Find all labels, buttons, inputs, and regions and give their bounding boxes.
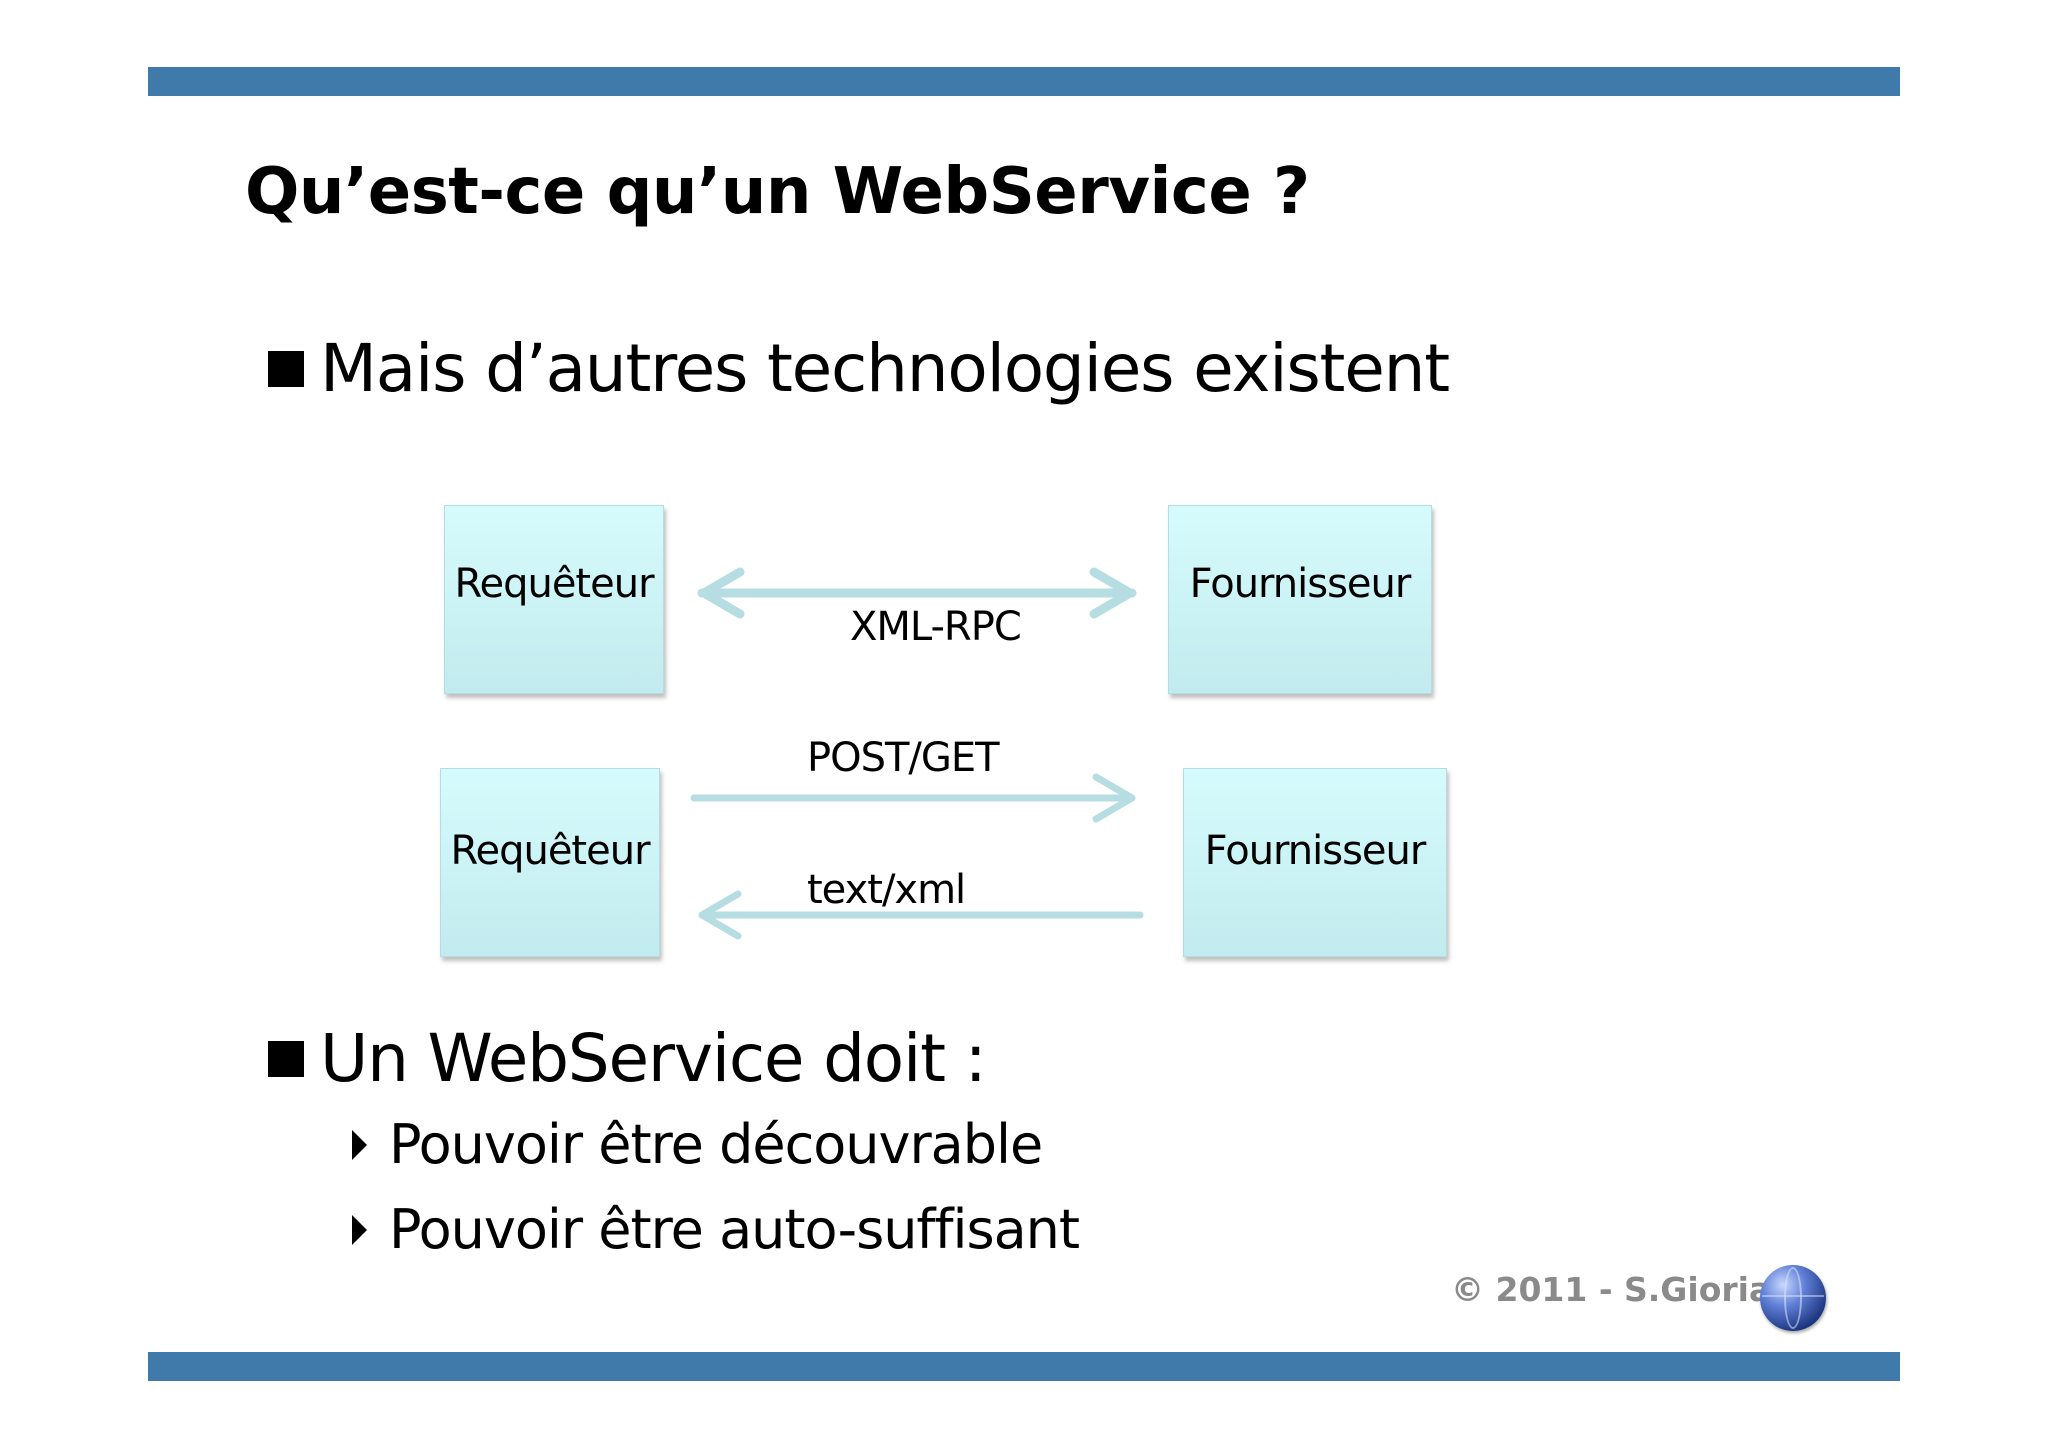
xml-rpc-label: XML-RPC xyxy=(850,604,1022,650)
requester-label: Requêteur xyxy=(450,827,650,874)
bullet-text: Un WebService doit : xyxy=(320,1020,987,1097)
globe-meridian xyxy=(1784,1267,1802,1329)
bottom-accent-bar xyxy=(148,1352,1900,1381)
triangle-bullet-icon xyxy=(352,1129,367,1160)
requester-box-2: Requêteur xyxy=(440,768,660,957)
sub-bullet-self-sufficient: Pouvoir être auto-suffisant xyxy=(352,1198,1080,1261)
requester-box-1: Requêteur xyxy=(444,505,664,694)
requester-label: Requêteur xyxy=(454,560,654,607)
square-bullet-icon xyxy=(268,350,304,387)
globe-icon xyxy=(1760,1265,1826,1331)
triangle-bullet-icon xyxy=(352,1214,367,1245)
xml-rpc-arrow-left-head xyxy=(699,567,745,619)
post-get-label: POST/GET xyxy=(807,735,1000,781)
bullet-text: Mais d’autres technologies existent xyxy=(320,330,1450,407)
bullet-webservice-must: Un WebService doit : xyxy=(268,1020,987,1097)
square-bullet-icon xyxy=(268,1040,304,1077)
sub-bullet-discoverable: Pouvoir être découvrable xyxy=(352,1113,1043,1176)
post-get-arrow-head xyxy=(1092,773,1136,823)
globe-equator xyxy=(1762,1295,1824,1297)
provider-label: Fournisseur xyxy=(1189,560,1412,607)
text-xml-label: text/xml xyxy=(807,867,966,913)
provider-label: Fournisseur xyxy=(1204,827,1427,874)
text-xml-arrow-head xyxy=(698,890,742,940)
provider-box-2: Fournisseur xyxy=(1183,768,1447,957)
provider-box-1: Fournisseur xyxy=(1168,505,1432,694)
top-accent-bar xyxy=(148,67,1900,96)
xml-rpc-arrow-right-head xyxy=(1089,567,1135,619)
slide-title: Qu’est-ce qu’un WebService ? xyxy=(245,155,1310,229)
copyright-footer: © 2011 - S.Gioria xyxy=(1451,1270,1772,1309)
sub-bullet-text: Pouvoir être découvrable xyxy=(389,1113,1043,1176)
sub-bullet-text: Pouvoir être auto-suffisant xyxy=(389,1198,1080,1261)
bullet-other-technologies: Mais d’autres technologies existent xyxy=(268,330,1450,407)
